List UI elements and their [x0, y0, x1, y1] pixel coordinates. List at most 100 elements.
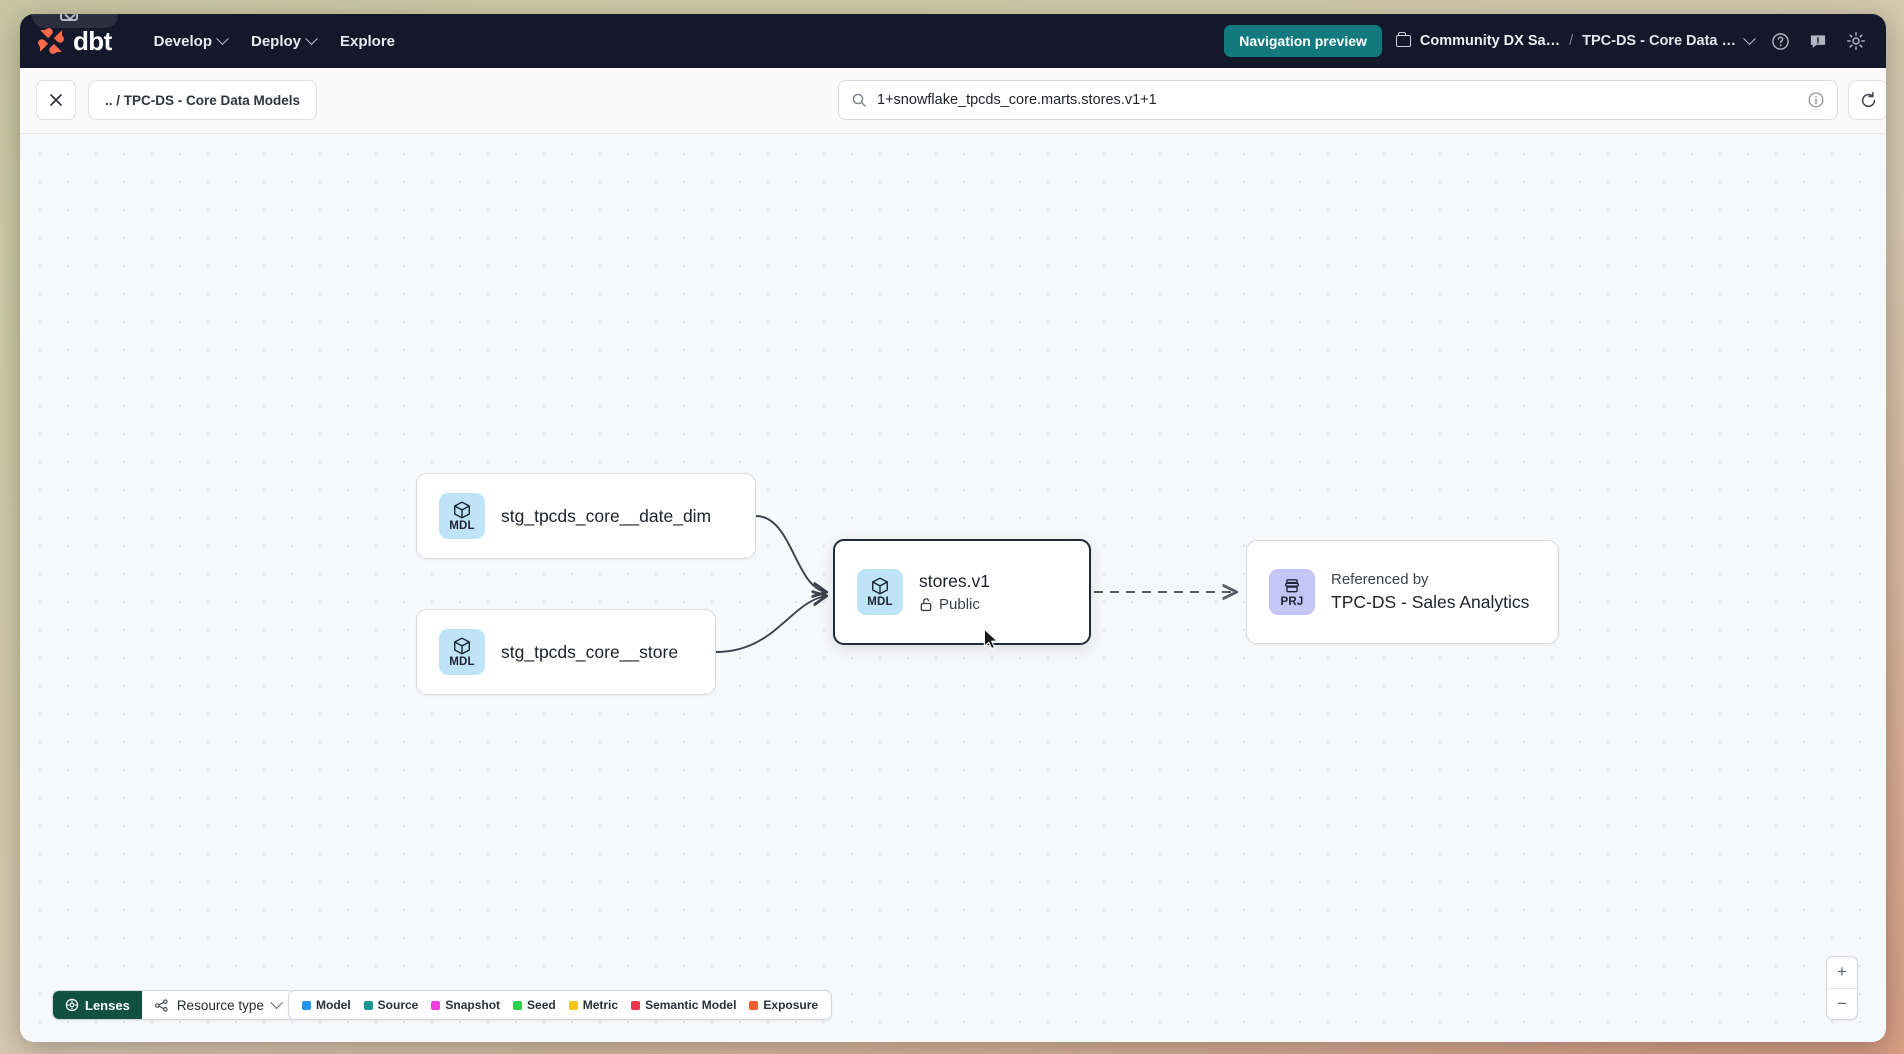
legend-item-source: Source [363, 998, 419, 1012]
brand-wordmark: dbt [73, 25, 112, 56]
resource-badge-model: MDL [857, 569, 903, 615]
legend-item-exposure: Exposure [749, 998, 818, 1012]
node-text-column: Referenced by TPC-DS - Sales Analytics [1331, 571, 1529, 613]
lenses-button[interactable]: Lenses [53, 991, 142, 1019]
legend-item-model: Model [302, 998, 351, 1012]
zoom-controls: + − [1826, 956, 1858, 1020]
resource-graph-icon [154, 998, 168, 1012]
dbt-logo-icon [36, 26, 66, 56]
node-title: stg_tpcds_core__store [501, 641, 679, 662]
browser-window: dbt Develop Deploy Explore Navigation pr… [20, 14, 1886, 1042]
legend-label: Seed [527, 998, 556, 1012]
legend-label: Snapshot [445, 998, 501, 1012]
breadcrumb-separator: / [1569, 33, 1574, 49]
refresh-button[interactable] [1848, 80, 1886, 120]
legend-label: Semantic Model [645, 998, 737, 1012]
legend-label: Model [316, 998, 351, 1012]
node-text-column: stg_tpcds_core__store [501, 642, 678, 663]
node-kicker: Referenced by [1331, 571, 1429, 588]
legend-label: Exposure [763, 998, 819, 1012]
account-breadcrumb[interactable]: Community DX Sa… / TPC-DS - Core Data … [1395, 31, 1756, 49]
badge-label: MDL [867, 595, 893, 608]
badge-label: MDL [449, 519, 475, 532]
resource-type-label: Resource type [176, 997, 264, 1013]
search-input[interactable] [877, 92, 1797, 108]
node-title: stores.v1 [919, 571, 990, 591]
legend-swatch [363, 1000, 373, 1010]
legend-swatch [302, 1000, 311, 1010]
lineage-node-model-stores-v1[interactable]: MDL stores.v1 Public [833, 539, 1091, 645]
legend-item-seed: Seed [513, 998, 556, 1012]
info-circle-icon[interactable] [1807, 91, 1825, 109]
legend-item-semantic-model: Semantic Model [631, 998, 736, 1012]
breadcrumb-project: TPC-DS - Core Data … [1582, 33, 1736, 49]
nav-item-explore[interactable]: Explore [328, 27, 407, 56]
resource-type-dropdown[interactable]: Resource type [141, 991, 293, 1019]
lens-icon [65, 998, 79, 1012]
project-icon [1285, 578, 1299, 593]
node-access-label: Public [939, 596, 980, 613]
lenses-control-group: Lenses Resource type [52, 990, 294, 1020]
breadcrumb-account: Community DX Sa… [1419, 33, 1561, 49]
legend-swatch [749, 1000, 759, 1010]
resource-badge-project: PRJ [1269, 569, 1315, 615]
chevron-down-icon [269, 995, 283, 1009]
nav-label-develop: Develop [153, 32, 212, 50]
edge-date-dim-to-stores [755, 515, 826, 592]
resource-type-legend: Model Source Snapshot Seed Metric Semant… [288, 990, 833, 1020]
close-icon [50, 94, 62, 106]
legend-swatch [631, 1000, 641, 1010]
search-icon [852, 93, 866, 107]
navigation-preview-badge[interactable]: Navigation preview [1224, 25, 1382, 57]
badge-label: MDL [449, 655, 475, 668]
node-title: stg_tpcds_core__date_dim [501, 505, 712, 526]
cube-icon [454, 637, 470, 655]
nav-label-deploy: Deploy [250, 32, 301, 50]
folder-icon [1395, 32, 1411, 47]
nav-label-explore: Explore [340, 32, 396, 50]
browser-tab-stub[interactable] [32, 14, 118, 28]
nav-item-deploy[interactable]: Deploy [239, 27, 328, 56]
lenses-label: Lenses [85, 997, 130, 1013]
legend-swatch [568, 1000, 578, 1010]
edge-store-to-stores [715, 596, 826, 653]
dbt-logo[interactable]: dbt [36, 26, 112, 57]
refresh-icon [1861, 91, 1875, 107]
help-circle-icon[interactable] [1768, 29, 1792, 53]
badge-label: PRJ [1280, 595, 1304, 608]
zoom-out-button[interactable]: − [1837, 993, 1847, 1013]
cube-icon [454, 501, 470, 519]
node-text-column: stg_tpcds_core__date_dim [501, 506, 711, 527]
legend-label: Metric [582, 998, 619, 1012]
cube-icon [872, 577, 888, 595]
nav-item-develop[interactable]: Develop [142, 27, 239, 56]
close-button[interactable] [36, 80, 76, 120]
lineage-canvas[interactable]: MDL stg_tpcds_core__date_dim MDL stg_tpc… [20, 134, 1886, 1042]
lineage-search-field[interactable] [838, 80, 1838, 120]
lineage-node-project-sales-analytics[interactable]: PRJ Referenced by TPC-DS - Sales Analyti… [1246, 540, 1559, 644]
legend-swatch [513, 1000, 523, 1010]
chevron-down-icon [216, 31, 229, 45]
unlock-icon [920, 598, 932, 612]
resource-badge-model: MDL [439, 493, 485, 539]
node-text-column: stores.v1 Public [919, 571, 990, 613]
legend-item-metric: Metric [568, 998, 619, 1012]
breadcrumb-chip[interactable]: .. / TPC-DS - Core Data Models [88, 80, 318, 120]
lineage-node-model-store[interactable]: MDL stg_tpcds_core__store [416, 609, 716, 695]
legend-item-snapshot: Snapshot [431, 998, 500, 1012]
node-title: TPC-DS - Sales Analytics [1331, 592, 1530, 612]
zoom-in-button[interactable]: + [1827, 957, 1857, 989]
chevron-down-icon [305, 31, 318, 45]
feedback-icon[interactable] [1806, 29, 1830, 53]
resource-badge-model: MDL [439, 629, 485, 675]
gear-icon[interactable] [1844, 29, 1868, 53]
lineage-node-model-date-dim[interactable]: MDL stg_tpcds_core__date_dim [416, 473, 756, 559]
legend-label: Source [377, 998, 419, 1012]
top-nav-right-group: Navigation preview Community DX Sa… / TP… [1224, 25, 1868, 57]
tab-favicon-icon [60, 14, 78, 21]
legend-swatch [431, 1000, 441, 1010]
lineage-toolbar: .. / TPC-DS - Core Data Models [20, 68, 1886, 134]
lineage-edges [715, 515, 1886, 653]
chevron-down-icon[interactable] [1743, 31, 1756, 45]
